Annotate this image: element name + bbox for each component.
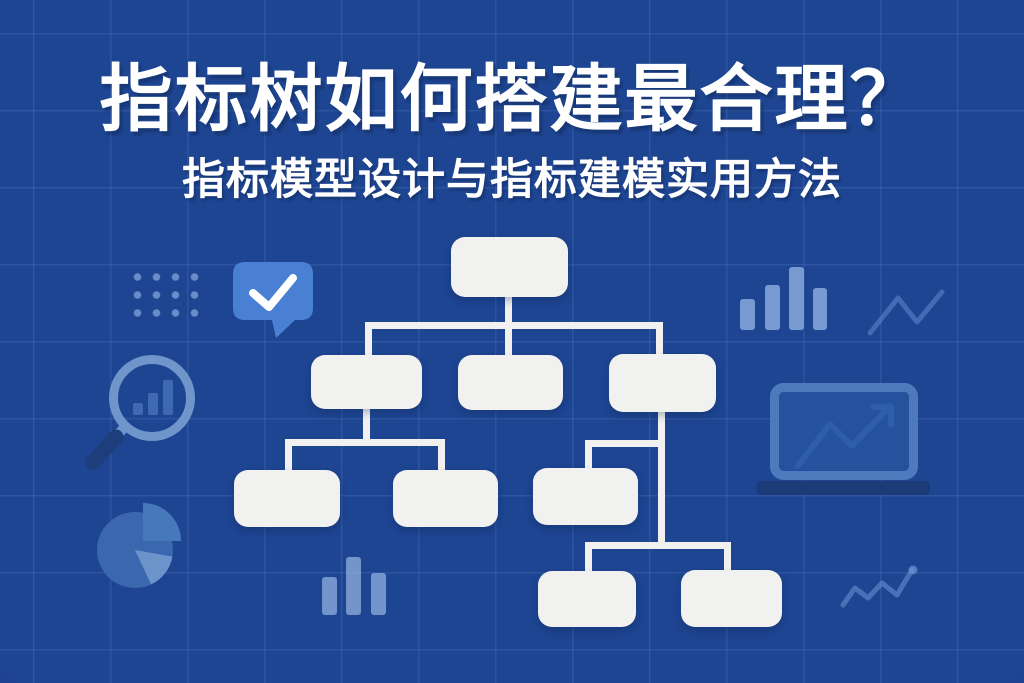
tree-node [458, 355, 563, 410]
tree-node [609, 354, 716, 412]
tree-connector [658, 410, 665, 546]
pie-chart-icon [97, 503, 181, 588]
tree-connector [505, 295, 512, 325]
tree-connector [505, 324, 512, 358]
tree-connector [285, 439, 445, 446]
tree-connector [585, 442, 592, 471]
tree-node-root [451, 237, 568, 297]
bar-chart-bottom-left-icon [322, 557, 386, 615]
tree-connector [363, 407, 370, 443]
tree-node [311, 355, 422, 409]
tree-node [681, 570, 782, 627]
check-bubble-icon [233, 262, 313, 338]
tree-node [533, 468, 638, 525]
tree-connector [724, 544, 731, 574]
tree-node [538, 571, 636, 627]
tree-connector [585, 544, 592, 574]
bar-chart-top-right-icon [740, 267, 827, 330]
tree-connector [365, 324, 372, 358]
magnifier-bar-chart-icon [85, 355, 195, 470]
zigzag-line-top-right-icon [867, 289, 945, 336]
page-title: 指标树如何搭建最合理？ [99, 59, 925, 140]
tree-connector [438, 441, 445, 473]
page-subtitle: 指标模型设计与指标建模实用方法 [182, 156, 842, 204]
tree-connector [585, 542, 731, 549]
tree-connector [365, 322, 663, 329]
zigzag-line-bottom-right-icon [840, 565, 918, 608]
tree-connector [585, 440, 662, 447]
laptop-trend-chart-icon [757, 383, 930, 495]
dots-grid-icon [128, 268, 204, 322]
tree-connector [656, 324, 663, 357]
tree-node [234, 470, 340, 527]
tree-connector [285, 441, 292, 473]
tree-node [393, 470, 498, 527]
